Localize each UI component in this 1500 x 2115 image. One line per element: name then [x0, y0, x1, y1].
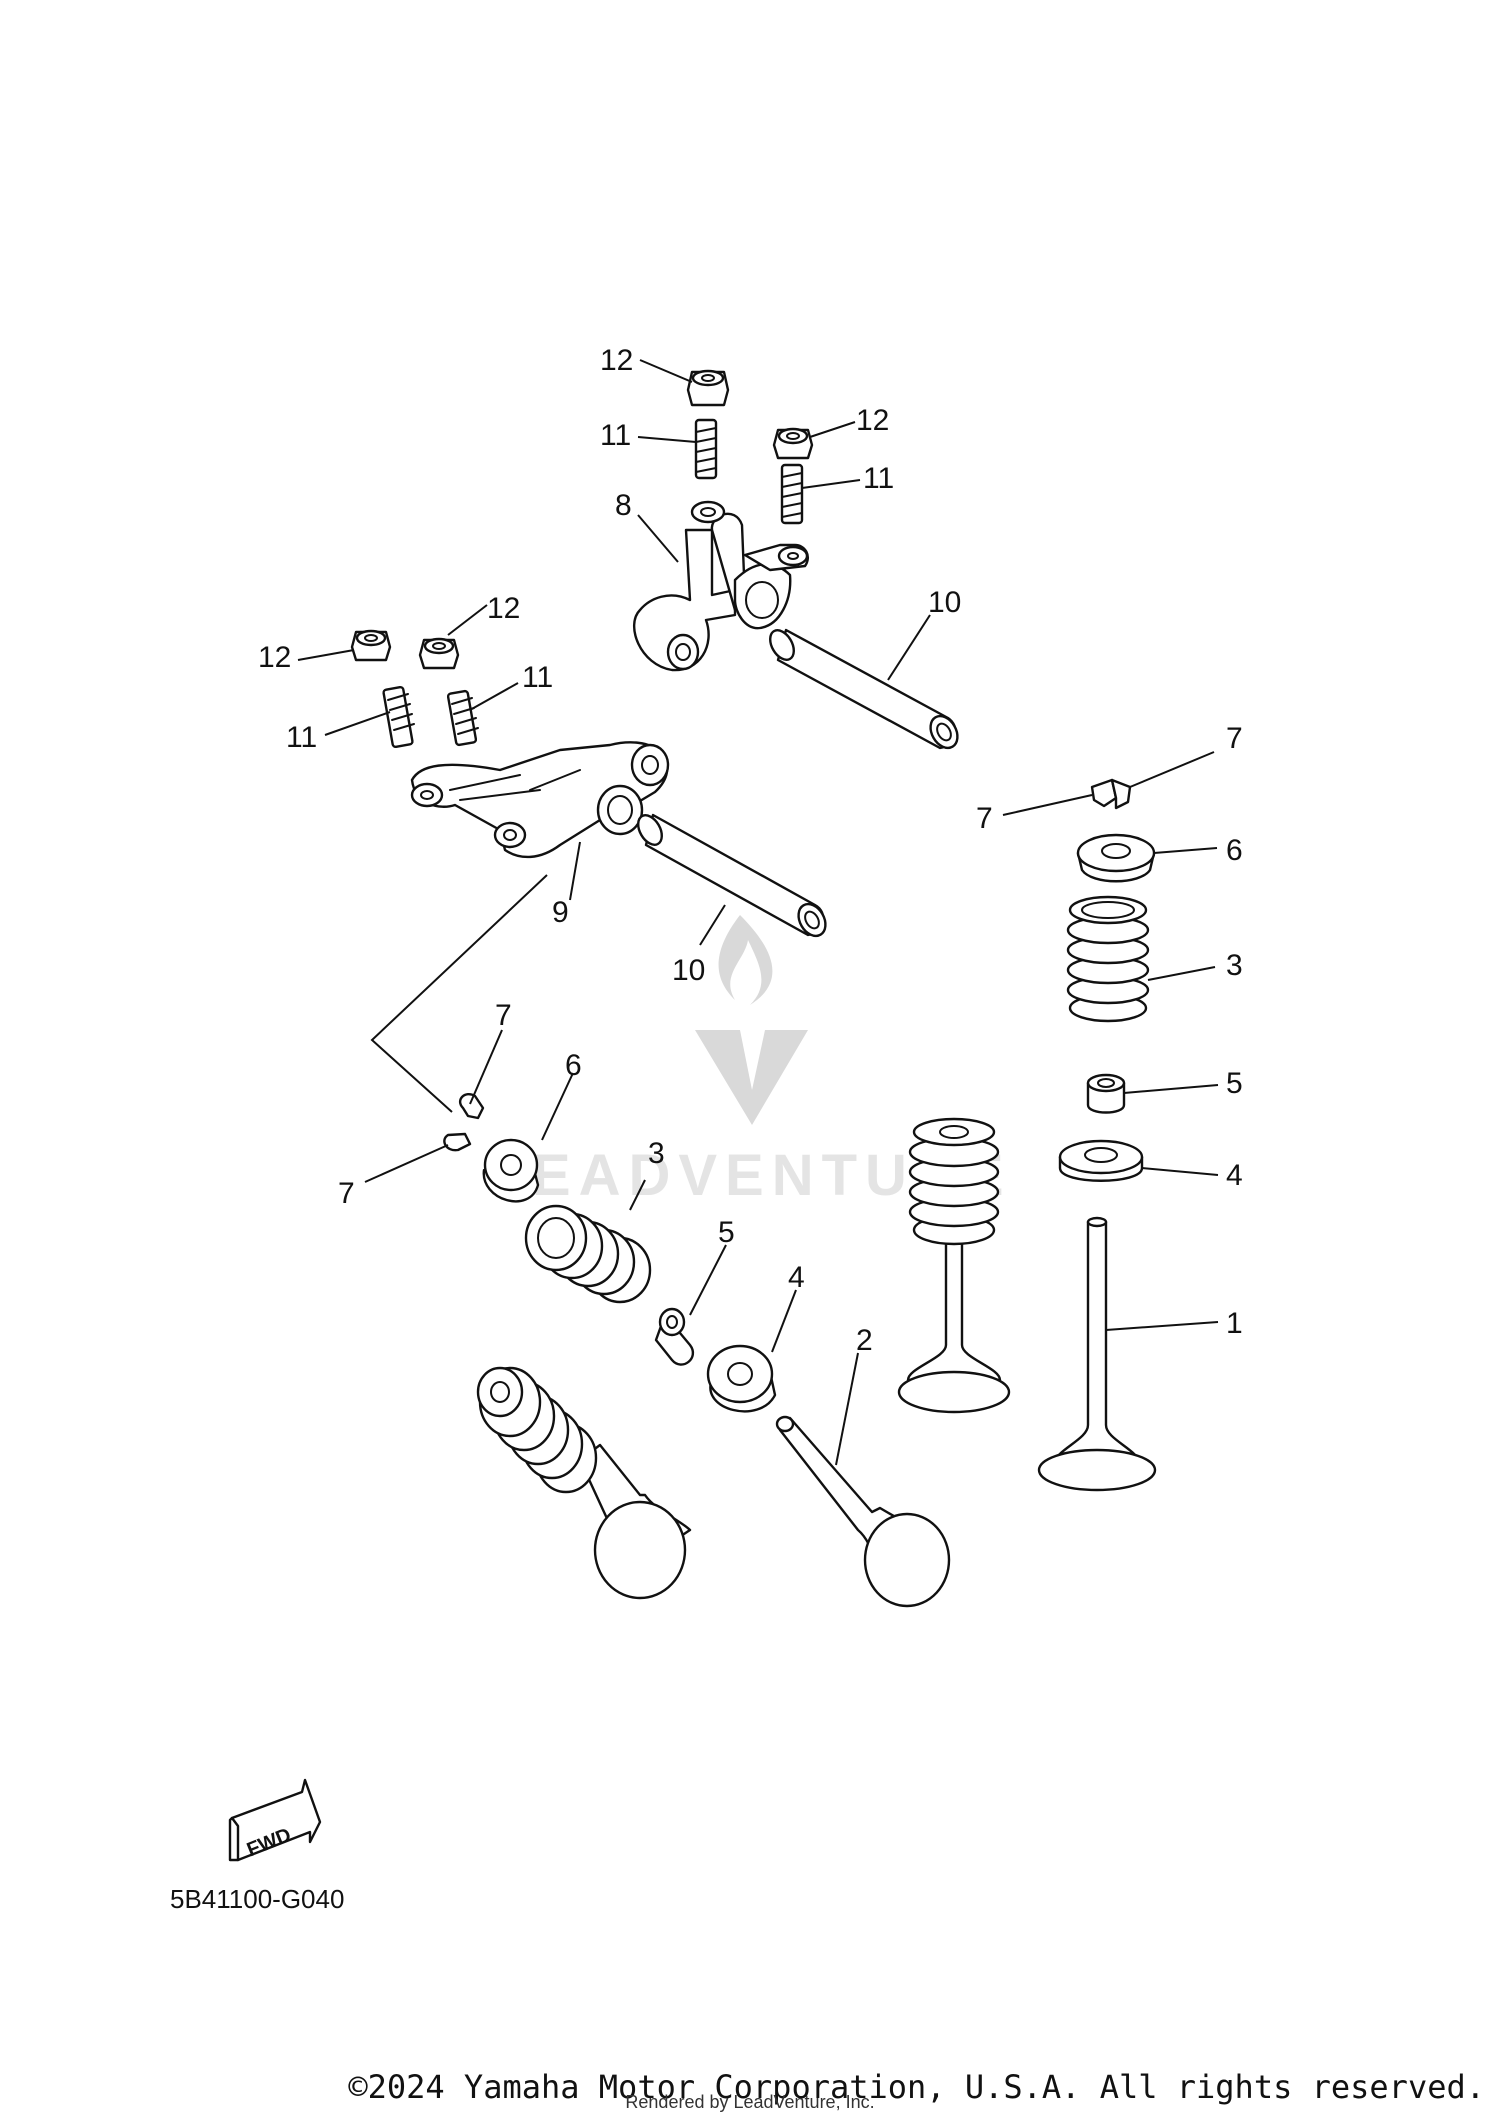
fwd-arrow-icon: FWD: [228, 1778, 322, 1861]
spring-seat-part: [706, 1344, 777, 1413]
valve-spring-part: [524, 1204, 652, 1304]
valve-cotter-part: [1090, 778, 1132, 810]
callout-7: 7: [338, 1177, 355, 1210]
rendered-by-notice: Rendered by LeadVenture, Inc.: [625, 2092, 874, 2112]
nut-part: [418, 637, 460, 670]
callout-2: 2: [856, 1324, 873, 1357]
nut-part: [686, 369, 730, 407]
callout-4: 4: [788, 1261, 805, 1294]
callout-12: 12: [258, 641, 291, 674]
callout-5: 5: [718, 1216, 735, 1249]
callout-11: 11: [286, 721, 317, 754]
leader-lines: [297, 359, 1219, 1466]
callout-11: 11: [600, 419, 631, 452]
valve-stem-seal-part: [654, 1307, 695, 1366]
spring-retainer-part: [1076, 833, 1156, 883]
assembled-valve-part: [897, 1117, 1011, 1414]
rocker-shaft-part: [637, 813, 827, 938]
rocker-arm-part: [633, 500, 809, 672]
spring-seat-part: [1058, 1139, 1144, 1182]
callout-5: 5: [1226, 1067, 1243, 1100]
callout-12: 12: [487, 592, 520, 625]
callout-7: 7: [495, 999, 512, 1032]
adjusting-screw-part: [382, 685, 415, 749]
valve-spring-part: [1066, 895, 1150, 1023]
spring-retainer-part: [482, 1138, 540, 1203]
callout-12: 12: [600, 344, 633, 377]
callout-7: 7: [1226, 722, 1243, 755]
callout-numbers: 12 11 12 11 8 10 12 12 11 11 9 10 7 7 6 …: [258, 344, 1243, 1357]
callout-1: 1: [1226, 1307, 1243, 1340]
callout-10: 10: [672, 954, 705, 987]
assembled-valve-part: [476, 1366, 692, 1600]
rocker-shaft-part: [769, 628, 959, 750]
callout-12: 12: [856, 404, 889, 437]
callout-6: 6: [565, 1049, 582, 1082]
rocker-arm-part: [410, 741, 670, 859]
callout-7: 7: [976, 802, 993, 835]
callout-10: 10: [928, 586, 961, 619]
intake-valve-part: [775, 1415, 951, 1608]
valve-cotter-part: [443, 1093, 485, 1152]
nut-part: [772, 427, 814, 460]
nut-part: [350, 629, 392, 662]
diagram-code: 5B41100-G040: [170, 1884, 344, 1914]
adjusting-screw-part: [694, 418, 718, 480]
callout-3: 3: [1226, 949, 1243, 982]
callout-6: 6: [1226, 834, 1243, 867]
callout-8: 8: [615, 489, 632, 522]
callout-11: 11: [863, 462, 894, 495]
callout-3: 3: [648, 1137, 665, 1170]
copyright-notice: ©2024 Yamaha Motor Corporation, U.S.A. A…: [348, 2068, 1485, 2106]
callout-9: 9: [552, 896, 569, 929]
adjusting-screw-part: [780, 463, 804, 525]
callout-11: 11: [522, 661, 553, 694]
callout-4: 4: [1226, 1159, 1243, 1192]
valve-stem-seal-part: [1086, 1073, 1126, 1114]
exhaust-valve-part: [1037, 1216, 1157, 1492]
adjusting-screw-part: [446, 689, 479, 747]
